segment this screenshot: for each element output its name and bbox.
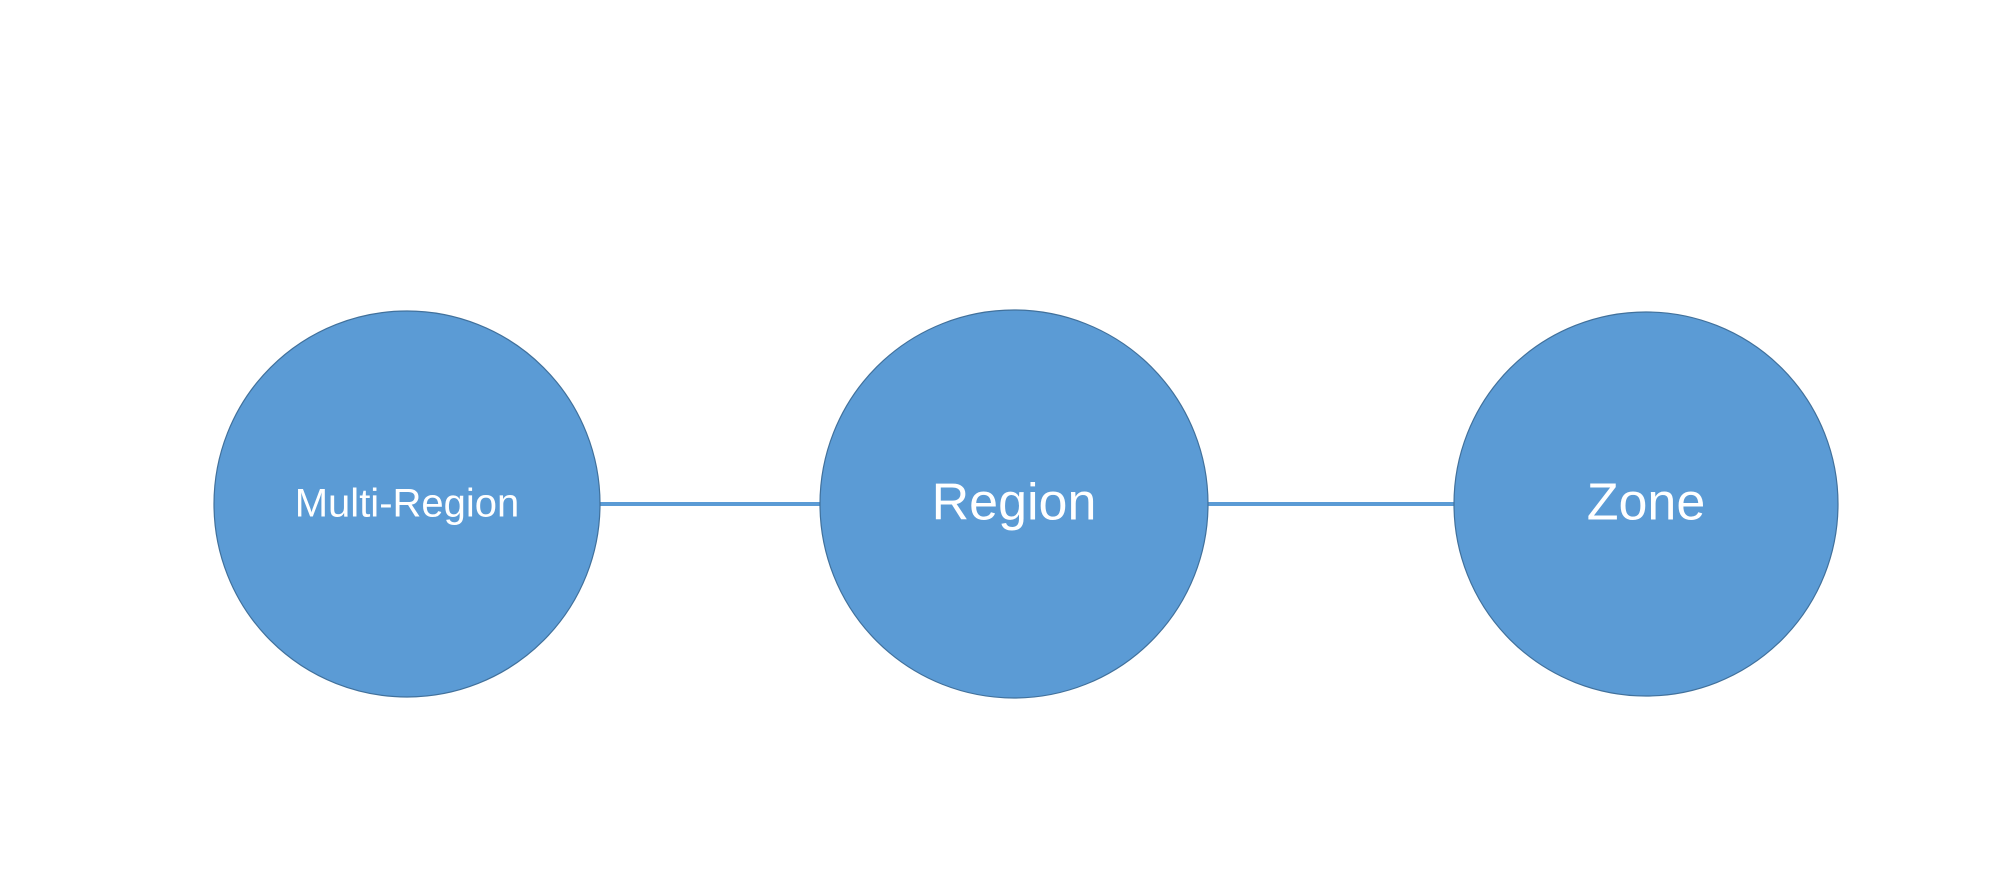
- region-label: Region: [932, 474, 1097, 532]
- multi-region-label: Multi-Region: [295, 482, 520, 526]
- node-region[interactable]: Region: [819, 309, 1209, 699]
- zone-label: Zone: [1587, 474, 1706, 532]
- node-multi-region[interactable]: Multi-Region: [213, 310, 601, 698]
- node-group: Multi-Region Region Zone: [213, 309, 1839, 699]
- region-circle[interactable]: [819, 309, 1209, 699]
- node-zone[interactable]: Zone: [1453, 311, 1839, 697]
- multi-region-circle[interactable]: [213, 310, 601, 698]
- zone-circle[interactable]: [1453, 311, 1839, 697]
